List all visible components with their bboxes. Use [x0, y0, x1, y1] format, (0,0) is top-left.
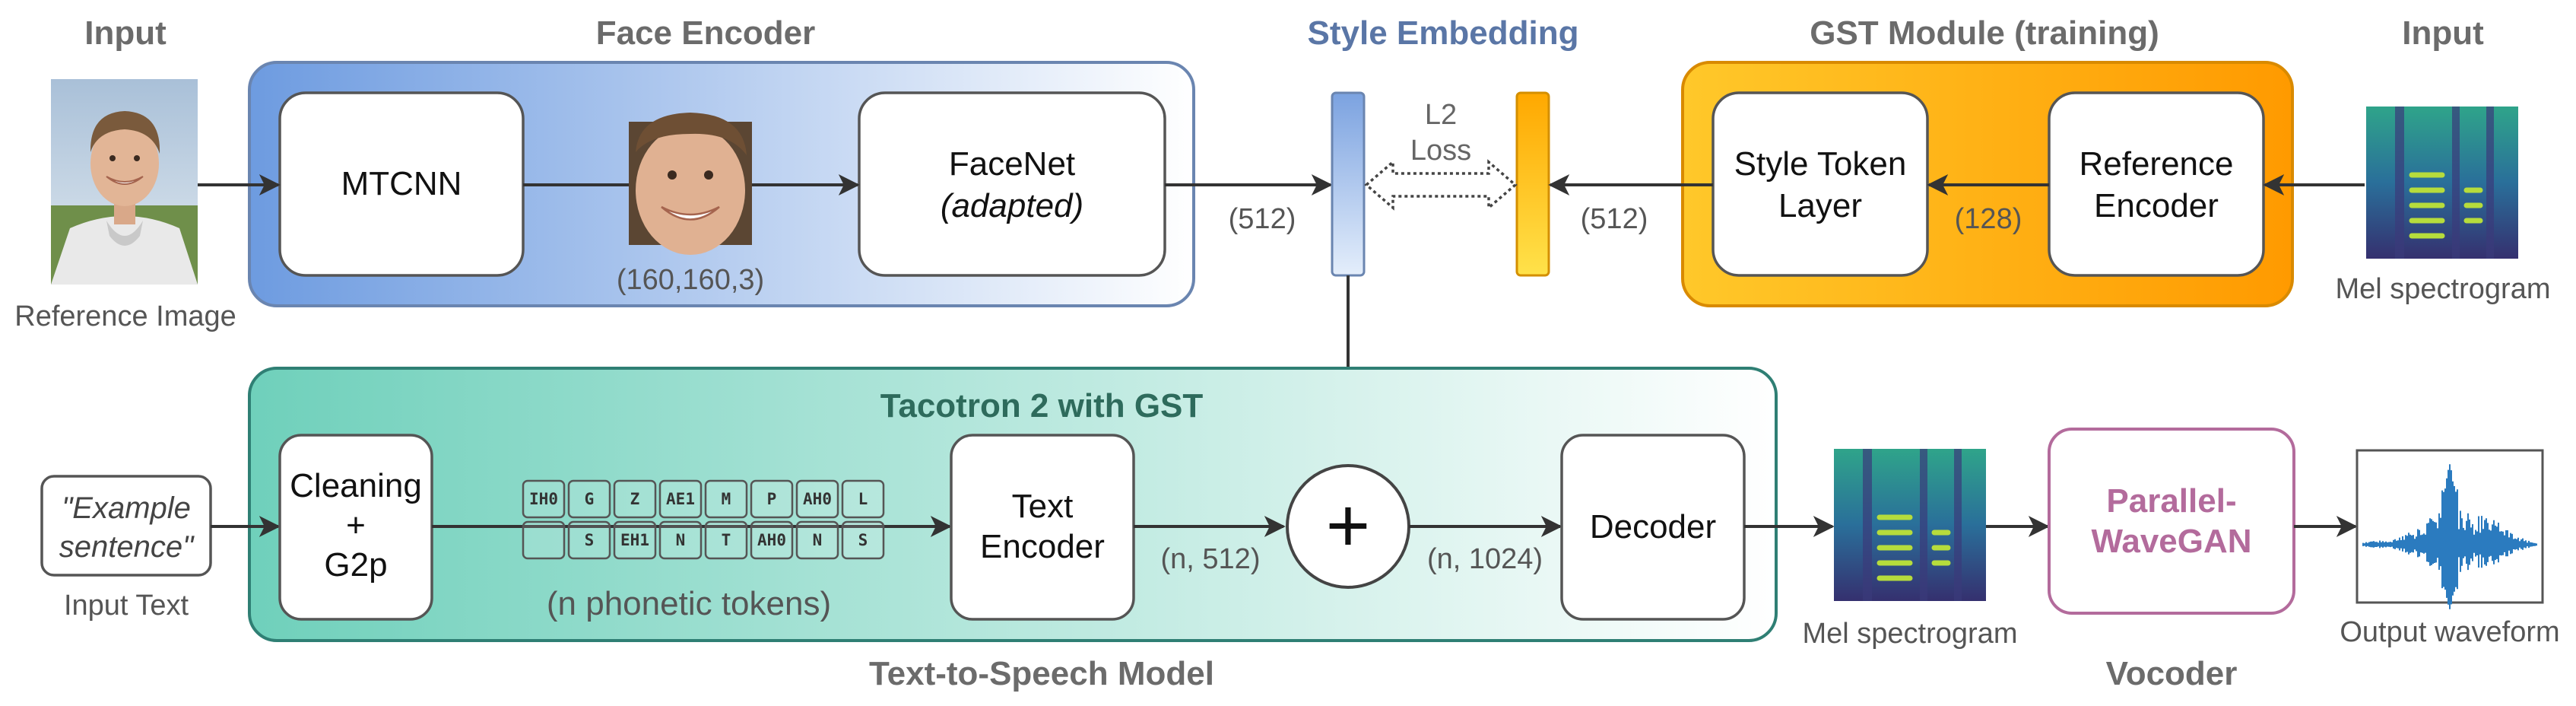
waveform-trace	[2362, 464, 2537, 609]
token-cell	[841, 479, 885, 519]
example-sentence-line2: sentence"	[59, 530, 195, 564]
loss-label-line1: L2	[1425, 99, 1457, 131]
token-label: T	[722, 531, 731, 549]
pwgan-label-line2: WaveGAN	[2091, 523, 2251, 560]
caption-mel-input: Mel spectrogram	[2336, 273, 2551, 305]
caption-mel-output: Mel spectrogram	[1803, 618, 2018, 650]
token-label: L	[858, 490, 868, 508]
face-embedding-vector	[1331, 91, 1366, 277]
l2-loss-arrow	[1364, 159, 1518, 211]
output-waveform	[2362, 464, 2537, 609]
header-input-left: Input	[84, 14, 167, 52]
token-cell	[841, 520, 885, 560]
caption-output-waveform: Output waveform	[2340, 616, 2559, 648]
loss-label-line2: Loss	[1410, 135, 1471, 167]
token-cell	[613, 520, 657, 560]
token-cell	[522, 520, 566, 560]
token-label: P	[767, 490, 777, 508]
token-cell	[658, 479, 703, 519]
pwgan-label-line1: Parallel-	[2106, 482, 2236, 520]
caption-reference-image: Reference Image	[14, 301, 236, 332]
face-crop-image	[629, 113, 752, 255]
token-label: AE1	[666, 490, 695, 508]
style-token-layer-box	[1712, 91, 1929, 277]
dim-sum-out: (n, 1024)	[1427, 543, 1543, 575]
output-mel-spectrogram	[1834, 449, 1986, 601]
token-label: S	[585, 531, 595, 549]
reference-encoder-box	[2048, 91, 2265, 277]
token-label: Z	[630, 490, 640, 508]
token-label: N	[676, 531, 686, 549]
token-cell	[750, 479, 794, 519]
header-tacotron: Tacotron 2 with GST	[880, 387, 1204, 425]
caption-phonetic-tokens: (n phonetic tokens)	[547, 585, 831, 622]
dim-text-out: (n, 512)	[1161, 543, 1261, 575]
token-cell	[522, 479, 566, 519]
example-sentence-line1: "Example	[62, 491, 191, 525]
token-cell	[567, 520, 611, 560]
token-label: AH0	[757, 531, 786, 549]
token-label: M	[722, 490, 731, 508]
input-mel-spectrogram	[2366, 107, 2518, 259]
header-tts-model: Text-to-Speech Model	[869, 655, 1214, 692]
dim-ref-out: (128)	[1955, 203, 2022, 235]
style-embedding-vector	[1515, 91, 1550, 277]
token-label: EH1	[620, 531, 649, 549]
text-encoder-label-line1: Text	[1012, 488, 1074, 525]
decoder-label: Decoder	[1590, 508, 1716, 545]
text-encoder-box	[950, 434, 1135, 621]
dim-gst-out: (512)	[1581, 203, 1648, 235]
cleaning-label-line3: G2p	[324, 546, 387, 584]
token-cell	[704, 520, 748, 560]
facenet-box	[858, 91, 1166, 277]
facenet-label: FaceNet	[949, 145, 1075, 183]
style-token-label-line1: Style Token	[1734, 145, 1907, 183]
token-cell	[704, 479, 748, 519]
token-label: AH0	[803, 490, 832, 508]
token-cell	[567, 479, 611, 519]
reference-encoder-label-line1: Reference	[2079, 145, 2233, 183]
token-cell	[795, 520, 839, 560]
reference-image	[51, 79, 198, 285]
token-label: G	[585, 490, 595, 508]
sum-symbol: +	[1326, 483, 1370, 568]
cleaning-label-line2: +	[346, 507, 366, 544]
token-cell	[750, 520, 794, 560]
caption-input-text: Input Text	[64, 590, 189, 622]
cleaning-label-line1: Cleaning	[290, 467, 422, 504]
header-gst-module: GST Module (training)	[1810, 14, 2159, 52]
header-vocoder: Vocoder	[2106, 655, 2238, 692]
dim-face-crop: (160,160,3)	[617, 264, 764, 296]
facenet-sublabel: (adapted)	[941, 187, 1083, 224]
header-style-embedding: Style Embedding	[1308, 14, 1579, 52]
parallel-wavegan-box	[2048, 428, 2295, 615]
token-label: S	[858, 531, 868, 549]
text-encoder-label-line2: Encoder	[980, 528, 1105, 565]
token-cell	[658, 520, 703, 560]
token-label: IH0	[529, 490, 558, 508]
token-cell	[613, 479, 657, 519]
mtcnn-label: MTCNN	[341, 165, 462, 202]
header-face-encoder: Face Encoder	[596, 14, 816, 52]
reference-encoder-label-line2: Encoder	[2094, 187, 2219, 224]
token-label: N	[813, 531, 823, 549]
style-token-label-line2: Layer	[1778, 187, 1862, 224]
token-cell	[795, 479, 839, 519]
header-input-right: Input	[2402, 14, 2484, 52]
dim-face-out: (512)	[1229, 203, 1296, 235]
